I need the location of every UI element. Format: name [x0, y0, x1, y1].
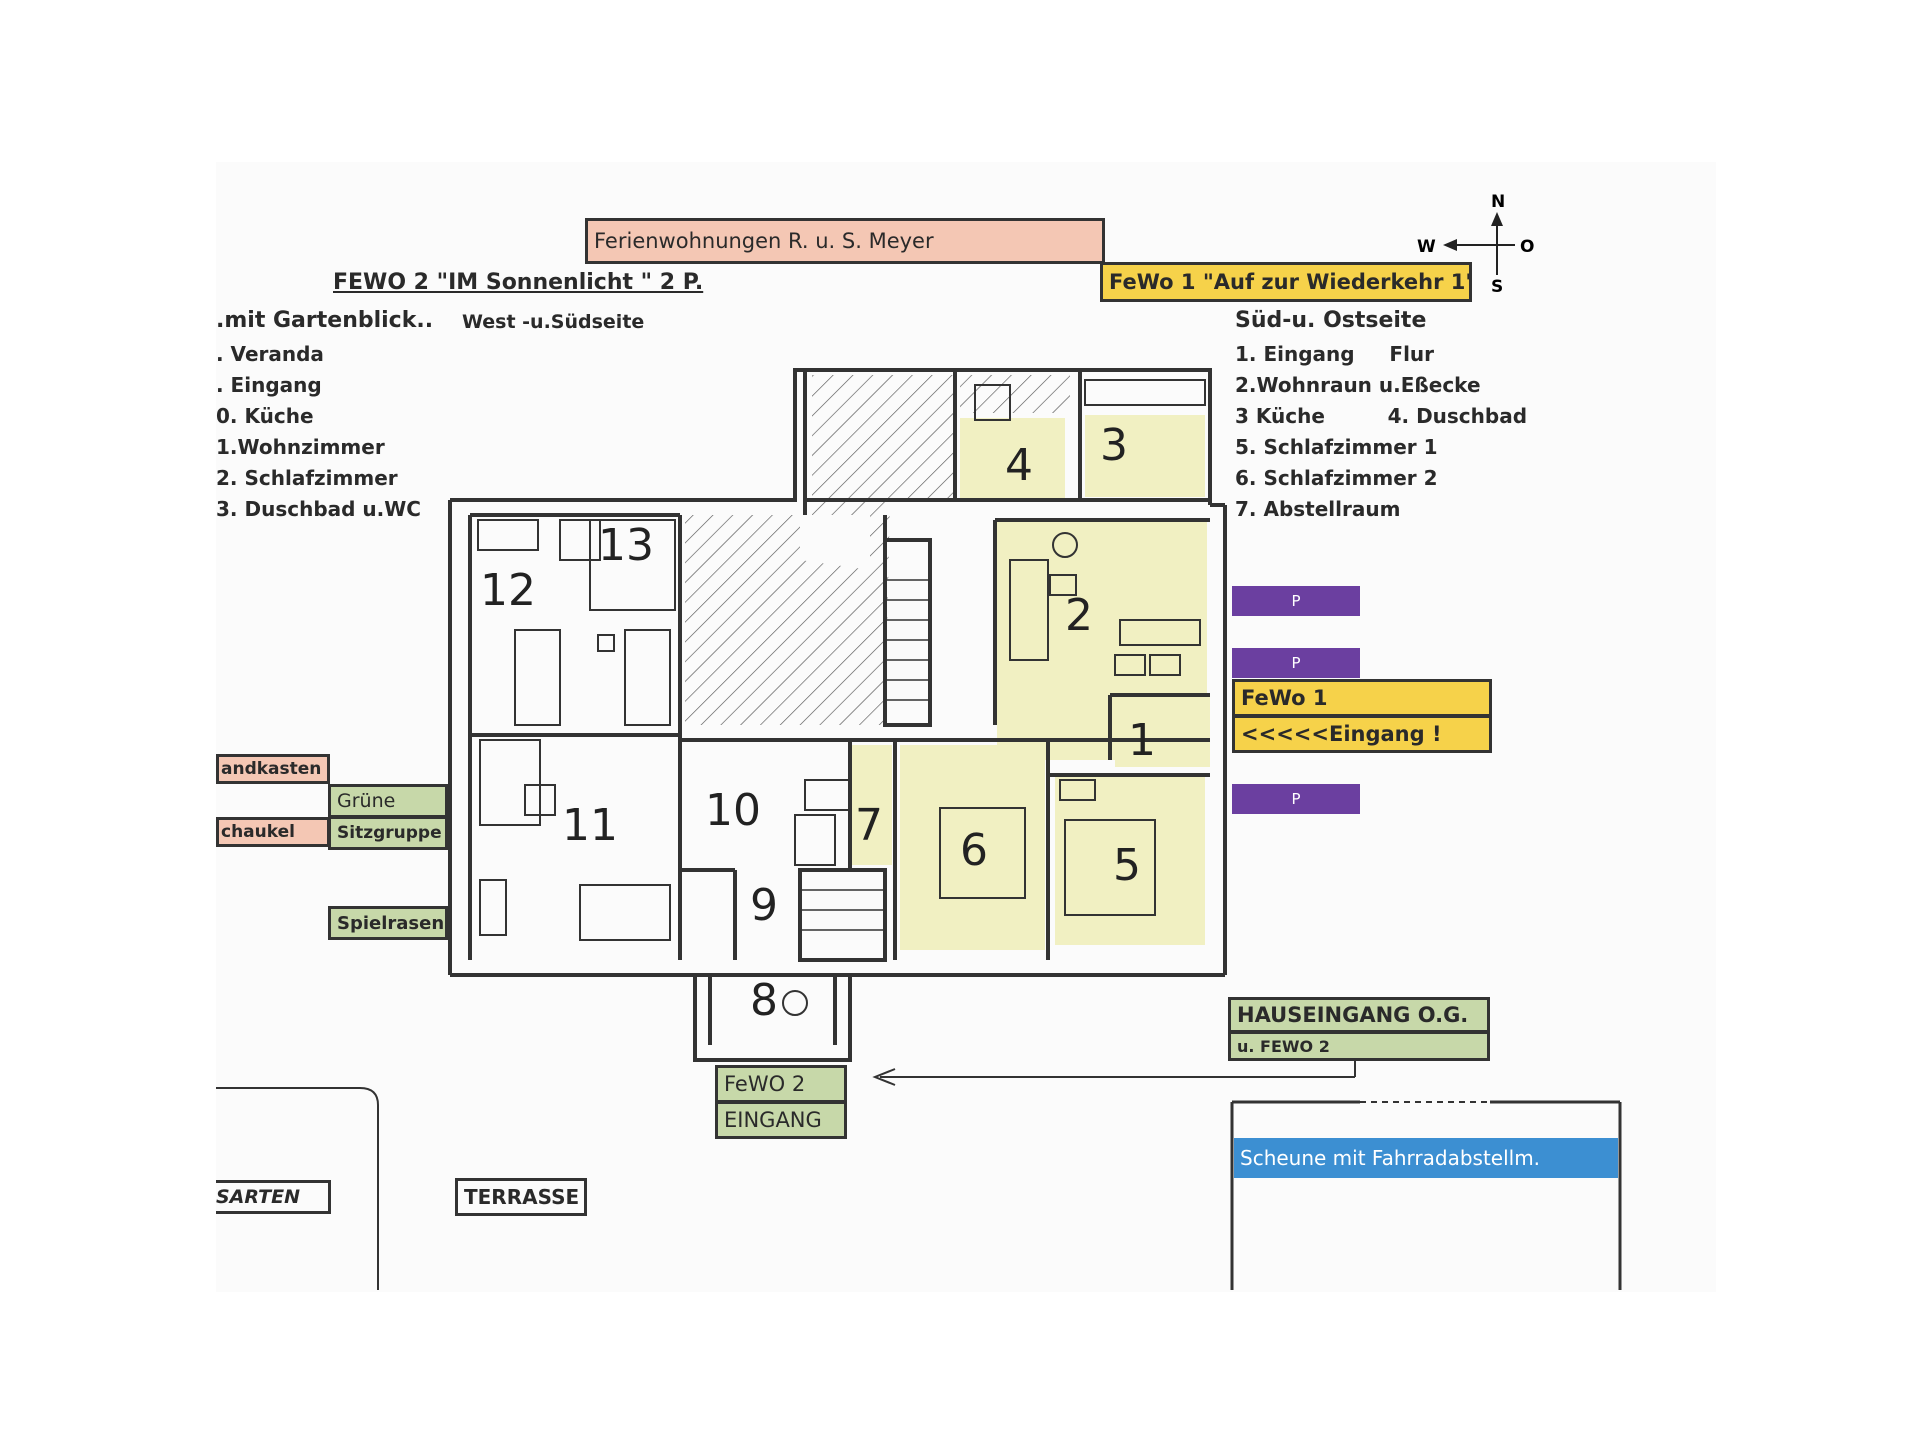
- owner-title-box: Ferienwohnungen R. u. S. Meyer: [585, 218, 1105, 264]
- fewo2-entrance-box: FeWO 2: [715, 1065, 847, 1103]
- right-legend-heading: Süd-u. Ostseite: [1235, 308, 1427, 333]
- gruene-label: Grüne: [337, 790, 396, 812]
- spielrasen-box: Spielrasen: [328, 906, 448, 940]
- owner-title: Ferienwohnungen R. u. S. Meyer: [594, 229, 934, 253]
- fewo1-entrance-text: <<<<<Eingang !: [1241, 722, 1442, 746]
- garden-boundary: [216, 1087, 379, 1290]
- hauseingang-box: HAUSEINGANG O.G.: [1228, 997, 1490, 1033]
- fewo2-eingang-box: EINGANG: [715, 1101, 847, 1139]
- fewo1-title: FeWo 1 "Auf zur Wiederkehr 1": [1109, 270, 1472, 294]
- sitzgruppe-box: Sitzgruppe: [328, 816, 448, 850]
- room-number: 10: [705, 785, 761, 836]
- room-number: 7: [855, 800, 883, 851]
- parking-spot: P: [1232, 648, 1360, 678]
- schaukel-label: chaukel: [221, 822, 295, 842]
- hauseingang-sub-box: u. FEWO 2: [1228, 1031, 1490, 1061]
- hauseingang-label: HAUSEINGANG O.G.: [1237, 1003, 1469, 1027]
- fewo1-entrance-label: FeWo 1: [1241, 686, 1328, 710]
- left-legend-item: 3. Duschbad u.WC: [216, 497, 421, 521]
- sitzgruppe-label: Sitzgruppe: [337, 823, 442, 843]
- fewo2-title: FEWO 2 "IM Sonnenlicht " 2 P.: [333, 270, 704, 295]
- stairwell-hatching: [685, 375, 1070, 725]
- sandkasten-box: andkasten: [216, 754, 330, 784]
- compass-west: W: [1417, 237, 1436, 257]
- compass-south: S: [1491, 277, 1503, 295]
- garten-box: SARTEN: [216, 1180, 331, 1214]
- left-legend-item: . Veranda: [216, 342, 324, 366]
- right-legend-item: 6. Schlafzimmer 2: [1235, 466, 1438, 490]
- schaukel-box: chaukel: [216, 817, 330, 847]
- fewo1-entrance-arrow: <<<<<Eingang !: [1232, 715, 1492, 753]
- room-number: 13: [598, 520, 654, 571]
- room-number: 5: [1113, 840, 1141, 891]
- hauseingang-sub-label: u. FEWO 2: [1237, 1036, 1330, 1056]
- left-legend-side: West -u.Südseite: [462, 311, 645, 333]
- right-legend-item: 1. Eingang Flur: [1235, 342, 1435, 366]
- garten-label: SARTEN: [216, 1186, 301, 1208]
- barn-label: Scheune mit Fahrradabstellm.: [1240, 1146, 1541, 1170]
- parking-label: P: [1291, 790, 1301, 808]
- left-legend-item: 1.Wohnzimmer: [216, 435, 385, 459]
- fewo1-entrance-title: FeWo 1: [1232, 679, 1492, 717]
- left-legend-item: . Eingang: [216, 373, 322, 397]
- entrance-arrow: [872, 1060, 1356, 1086]
- parking-label: P: [1291, 654, 1301, 672]
- left-legend-item: 0. Küche: [216, 404, 314, 428]
- walls: [448, 368, 1227, 1062]
- room-number: 4: [1005, 440, 1033, 491]
- terrasse-box: TERRASSE: [455, 1178, 587, 1216]
- barn-outline: [1230, 1100, 1622, 1290]
- sandkasten-label: andkasten: [221, 759, 322, 779]
- room-number: 8: [750, 975, 778, 1026]
- gruene-box: Grüne: [328, 784, 448, 818]
- fewo2-eingang-label: EINGANG: [724, 1108, 822, 1132]
- fewo2-entrance-label: FeWO 2: [724, 1072, 806, 1096]
- room-number: 3: [1100, 420, 1128, 471]
- room-number: 9: [750, 880, 778, 931]
- parking-spot: P: [1232, 784, 1360, 814]
- room-number: 11: [562, 800, 618, 851]
- compass-east: O: [1520, 237, 1534, 257]
- right-legend-item: 3 Küche 4. Duschbad: [1235, 404, 1528, 428]
- left-legend-heading: .mit Gartenblick..: [216, 308, 434, 333]
- room-number: 2: [1065, 590, 1093, 641]
- right-legend-item: 5. Schlafzimmer 1: [1235, 435, 1438, 459]
- compass-north: N: [1491, 192, 1505, 212]
- right-legend-item: 2.Wohnraun u.Eßecke: [1235, 373, 1481, 397]
- spielrasen-label: Spielrasen: [337, 912, 445, 934]
- right-legend-item: 7. Abstellraum: [1235, 497, 1401, 521]
- furniture: [477, 379, 1206, 1016]
- barn-label-box: Scheune mit Fahrradabstellm.: [1234, 1138, 1618, 1178]
- stair-treads: [800, 579, 930, 931]
- parking-spot: P: [1232, 586, 1360, 616]
- terrasse-label: TERRASSE: [464, 1185, 580, 1209]
- room-number: 6: [960, 825, 988, 876]
- room-number: 12: [480, 565, 536, 616]
- compass-icon: N W O S: [1417, 192, 1534, 295]
- room-number: 1: [1128, 715, 1156, 766]
- left-legend-item: 2. Schlafzimmer: [216, 466, 398, 490]
- parking-label: P: [1291, 592, 1301, 610]
- fewo1-title-box: FeWo 1 "Auf zur Wiederkehr 1": [1100, 262, 1472, 302]
